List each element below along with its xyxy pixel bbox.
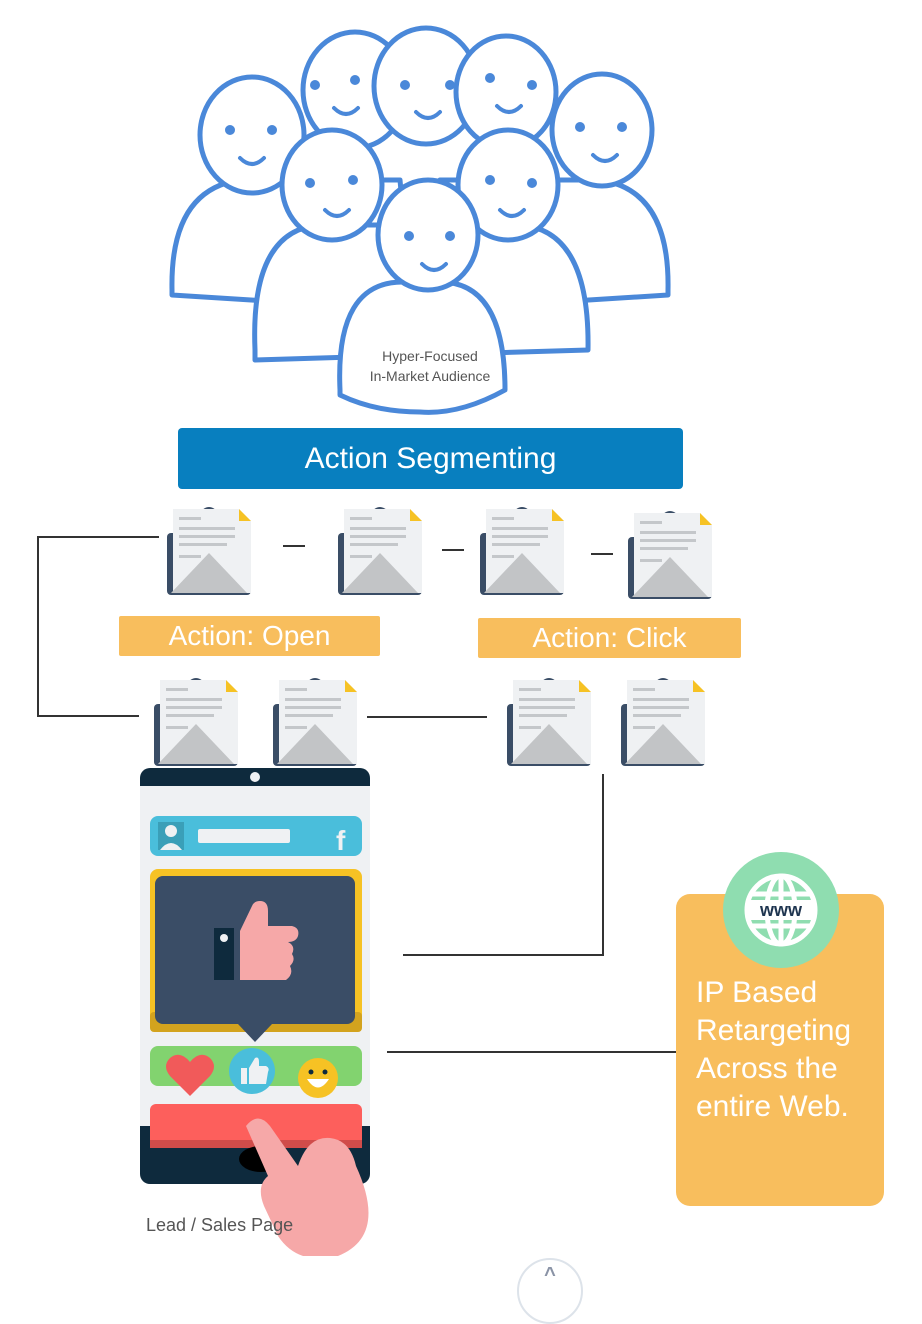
action-segmenting-banner: Action Segmenting — [178, 428, 683, 489]
phone-caption: Lead / Sales Page — [146, 1215, 294, 1235]
heart-icon — [166, 1054, 214, 1096]
action-click-tag: Action: Click — [478, 618, 741, 658]
open-envelope-letter-icon — [167, 505, 251, 597]
connector-line — [387, 1051, 679, 1053]
retargeting-text-line: Retargeting — [696, 1014, 852, 1047]
retargeting-text-line: Across the — [696, 1052, 838, 1085]
open-envelope-letter-icon — [507, 676, 591, 768]
retargeting-text: IP Based Retargeting Across the entire W… — [696, 974, 881, 1126]
retargeting-text-line: IP Based — [696, 976, 818, 1009]
retargeting-text-line: entire Web. — [696, 1090, 849, 1123]
connector-dash — [591, 553, 613, 555]
scroll-to-top-button[interactable]: ^ — [517, 1258, 583, 1324]
connector-dash — [442, 549, 464, 551]
open-envelope-letter-icon — [273, 676, 357, 768]
open-envelope-letter-icon — [338, 505, 422, 597]
smiley-icon — [298, 1058, 338, 1098]
connector-line — [602, 774, 604, 956]
action-open-tag: Action: Open — [119, 616, 380, 656]
connector-dash — [283, 545, 305, 547]
facebook-icon: f — [336, 825, 346, 856]
audience-crowd-illustration — [169, 25, 671, 415]
open-envelope-letter-icon — [154, 676, 238, 768]
connector-line — [367, 716, 487, 718]
open-envelope-letter-icon — [480, 505, 564, 597]
connector-line — [403, 954, 604, 956]
audience-label: Hyper-Focused In-Market Audience — [340, 346, 520, 386]
www-globe-icon: www — [723, 852, 839, 968]
chevron-up-icon: ^ — [544, 1264, 556, 1286]
open-envelope-letter-icon — [621, 676, 705, 768]
connector-line — [37, 536, 159, 538]
audience-label-line2: In-Market Audience — [369, 368, 491, 384]
phone-lead-page-illustration: f — [140, 768, 370, 1256]
audience-label-line1: Hyper-Focused — [382, 348, 478, 364]
www-label: www — [759, 900, 803, 920]
connector-line — [37, 536, 39, 717]
connector-line — [37, 715, 139, 717]
open-envelope-letter-icon — [628, 509, 712, 601]
